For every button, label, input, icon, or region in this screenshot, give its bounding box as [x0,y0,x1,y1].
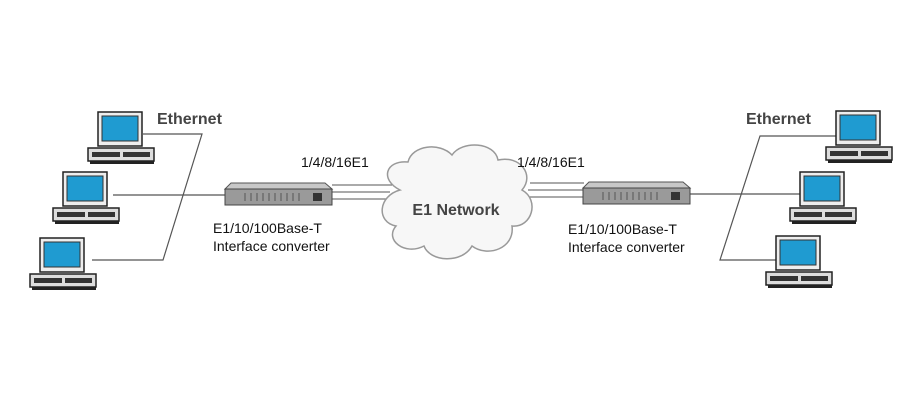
left-link-label: 1/4/8/16E1 [301,154,369,170]
e1-network-cloud [381,144,533,260]
left-e1-lines [332,184,392,200]
right-ethernet-bus [719,135,838,261]
left-pc-1 [87,111,155,165]
right-pc-2 [789,171,857,225]
left-pc-3 [29,237,97,291]
right-pc-1 [825,110,893,164]
cloud-label: E1 Network [412,202,499,219]
left-converter-label-1: E1/10/100Base-T [213,220,322,236]
right-converter-label-1: E1/10/100Base-T [568,221,677,237]
right-interface-converter [582,181,691,205]
left-ethernet-bus [92,133,203,261]
left-ethernet-label: Ethernet [157,111,223,128]
right-converter-label-2: Interface converter [568,239,685,255]
left-pc-2 [52,171,120,225]
right-pc-3 [765,235,833,289]
right-ethernet-label: Ethernet [746,111,812,128]
right-e1-lines [528,182,584,198]
left-converter-label-2: Interface converter [213,238,330,254]
left-interface-converter [224,182,333,206]
right-link-label: 1/4/8/16E1 [517,154,585,170]
